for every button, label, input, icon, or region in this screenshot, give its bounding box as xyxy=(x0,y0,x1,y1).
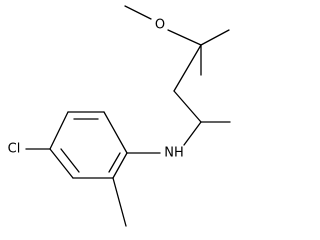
ring-bond-c6-c1 xyxy=(103,111,128,154)
chlorine-label: Cl xyxy=(8,142,21,157)
ring-bond-c3-c4 xyxy=(49,148,74,179)
ring-bond-c1-c2 xyxy=(112,152,128,179)
bond-ring-methyl xyxy=(112,177,127,227)
amine-label: NH xyxy=(164,146,184,161)
ring-double-bond-right xyxy=(108,152,121,173)
bond-ch2-to-ch xyxy=(173,90,202,123)
oxygen-label: O xyxy=(155,18,165,33)
bond-methyl-oxygen xyxy=(124,5,152,20)
bond-oxygen-quaternary-carbon xyxy=(167,29,202,46)
bond-quaternary-methyl-right xyxy=(200,29,230,46)
ring-double-bond-left xyxy=(60,148,80,173)
bond-quaternary-to-ch2 xyxy=(173,44,202,92)
chemical-structure-diagram: O NH Cl xyxy=(8,5,231,227)
bond-ch-to-nitrogen xyxy=(183,121,202,146)
ring-bond-c4-c5 xyxy=(49,111,69,150)
